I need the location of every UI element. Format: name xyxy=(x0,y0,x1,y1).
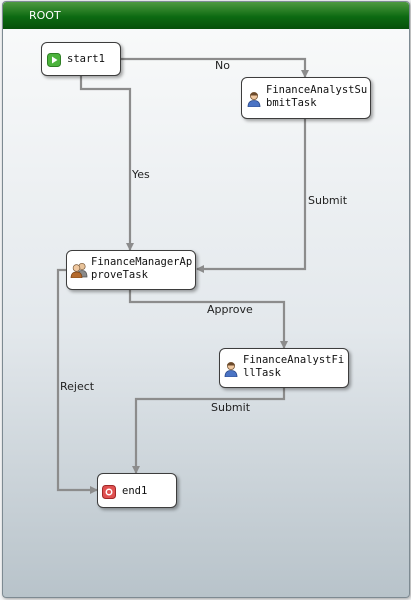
edge-label-approve: Approve xyxy=(207,303,253,316)
edge-label-submit-1: Submit xyxy=(308,194,348,207)
play-icon xyxy=(47,52,61,71)
node-end1[interactable]: end1 xyxy=(97,473,177,508)
node-label-fill-task: FinanceAnalystFillTask xyxy=(243,354,345,379)
node-label-submit-task: FinanceAnalystSubmitTask xyxy=(266,84,368,109)
edge-label-reject: Reject xyxy=(60,380,95,393)
node-finance-analyst-fill-task[interactable]: FinanceAnalystFillTask xyxy=(219,348,349,388)
node-finance-analyst-submit-task[interactable]: FinanceAnalystSubmitTask xyxy=(241,77,371,119)
edge-no[interactable] xyxy=(121,57,309,78)
node-start1[interactable]: start1 xyxy=(41,42,121,76)
edge-reject[interactable] xyxy=(56,268,98,494)
edge-approve[interactable] xyxy=(128,290,288,349)
users-icon xyxy=(70,262,88,282)
edge-label-yes: Yes xyxy=(132,168,150,181)
title-bar: ROOT xyxy=(3,2,409,29)
edge-label-submit-2: Submit xyxy=(211,401,251,414)
user-icon xyxy=(224,361,238,381)
edge-yes[interactable] xyxy=(79,76,134,251)
diagram-title: ROOT xyxy=(29,9,61,22)
stop-icon xyxy=(102,484,116,503)
edge-submit-2[interactable] xyxy=(132,388,286,474)
user-icon xyxy=(247,91,261,111)
edge-submit-1[interactable] xyxy=(196,119,307,273)
node-label-start1: start1 xyxy=(67,53,105,65)
edge-label-no: No xyxy=(215,59,230,72)
node-finance-manager-approve-task[interactable]: FinanceManagerApproveTask xyxy=(66,250,196,290)
node-label-approve-task: FinanceManagerApproveTask xyxy=(91,256,193,281)
node-label-end1: end1 xyxy=(122,485,148,497)
